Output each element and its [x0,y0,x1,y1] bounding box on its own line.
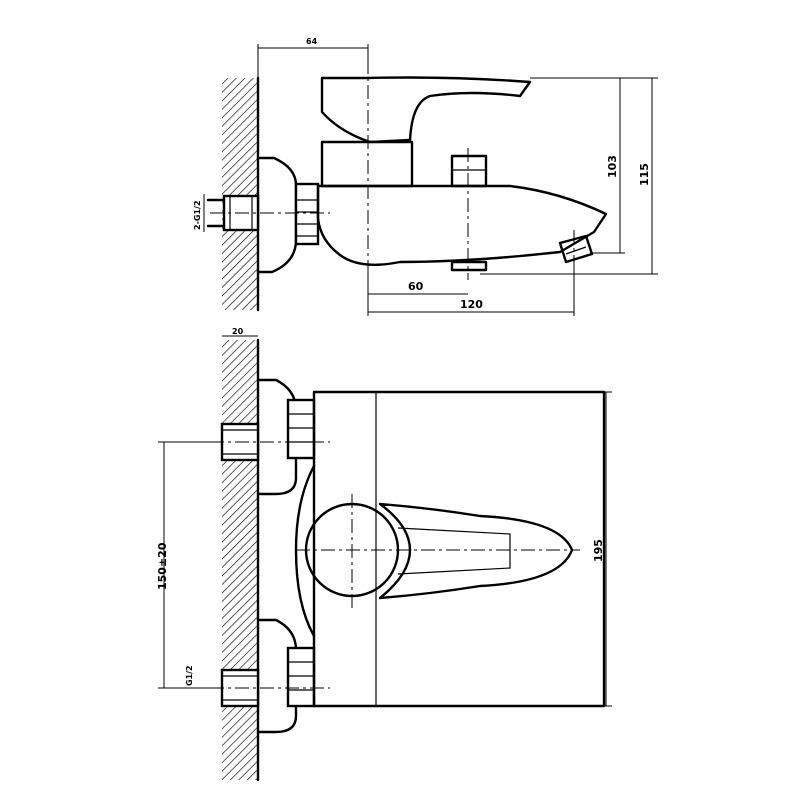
dim-195: 195 [592,391,612,707]
dim-64: 64 [257,37,369,78]
escutcheon-side [256,156,298,274]
side-view: 2-G1/2 [193,37,658,316]
lower-fitting-front [220,618,316,734]
lever-handle-front [378,502,574,600]
pipe-label: G1/2 [185,665,194,686]
svg-text:103: 103 [606,155,619,178]
wall-hatch-lower [222,340,258,780]
dim-height: 103 115 [480,77,658,275]
svg-text:20: 20 [232,327,244,336]
svg-text:60: 60 [408,280,424,293]
svg-text:115: 115 [638,163,651,186]
aerator-side [558,234,594,264]
dim-150: 150±20 [156,441,222,689]
diverter-knob [450,154,488,188]
front-view: 20 G1/2 [156,327,612,782]
spout-body-front [312,390,606,708]
thread-label: 2-G1/2 [193,200,202,230]
shower-outlet-side [450,260,488,272]
svg-text:150±20: 150±20 [156,542,169,590]
wall-hatch-upper [222,78,258,310]
faucet-body-side [316,184,608,266]
svg-text:195: 195 [592,539,605,562]
cartridge-housing-side [320,140,414,188]
lever-grip-front [397,527,511,575]
dim-20: 20 [222,327,258,337]
svg-text:120: 120 [460,298,483,311]
hex-nut-side [294,182,320,246]
lever-handle-side [320,76,532,144]
svg-text:64: 64 [306,37,318,46]
dim-horizontal: 60 120 [367,262,575,316]
